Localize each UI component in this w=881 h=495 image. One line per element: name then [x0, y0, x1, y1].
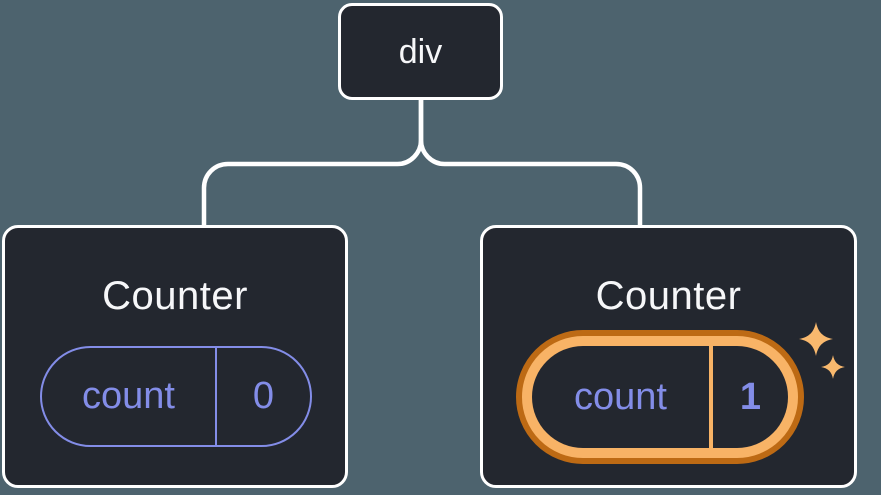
counter-left-title: Counter	[102, 274, 248, 318]
state-pill-right: count 1	[532, 346, 788, 448]
state-key-label-right: count	[574, 375, 667, 418]
connector-left-branch	[201, 97, 424, 229]
state-value-left: 0	[252, 375, 275, 417]
pill-divider-right	[709, 346, 713, 448]
connector-right-branch	[418, 97, 643, 229]
counter-card-right: Counter count 1	[480, 225, 857, 488]
root-node-label: div	[398, 32, 443, 71]
counter-right-title: Counter	[595, 274, 742, 318]
state-value-right: 1	[739, 375, 762, 418]
counter-card-left: Counter count 0	[2, 225, 348, 488]
tree-node-div: div	[338, 3, 503, 100]
state-pill-left: count 0	[40, 346, 312, 447]
state-key-label-left: count	[82, 375, 175, 417]
pill-divider-left	[215, 348, 217, 445]
state-pill-right-highlight: count 1	[516, 330, 804, 464]
